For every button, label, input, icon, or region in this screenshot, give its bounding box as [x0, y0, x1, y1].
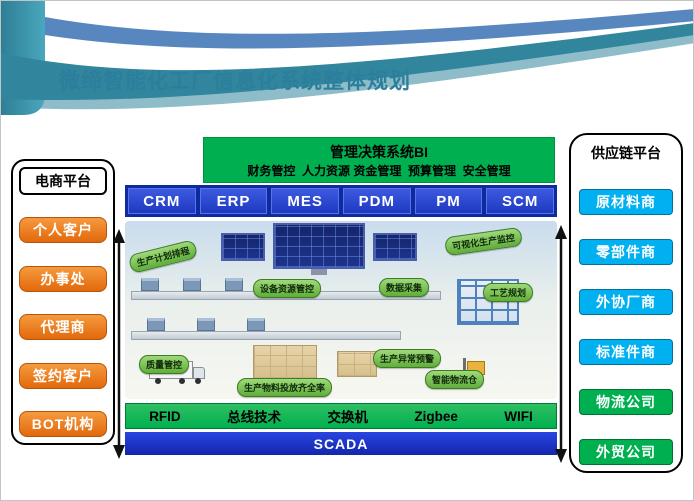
supply-chain-panel: 供应链平台 原材料商 零部件商 外协厂商 标准件商 物流公司 外贸公司 — [569, 133, 683, 473]
bi-banner: 管理决策系统BI 财务管控 人力资源 资金管理 预算管理 安全管理 — [203, 137, 555, 183]
left-double-arrow-icon — [113, 229, 125, 459]
system-box-erp: ERP — [199, 188, 268, 214]
ecommerce-panel: 电商平台 个人客户 办事处 代理商 签约客户 BOT机构 — [11, 159, 115, 445]
ecommerce-item-office: 办事处 — [19, 265, 107, 292]
truck-wheel — [195, 378, 201, 384]
machine-icon — [141, 278, 159, 291]
crate-stack-icon — [253, 345, 317, 379]
ecommerce-header: 电商平台 — [19, 167, 107, 195]
supply-item-raw-material: 原材料商 — [579, 189, 673, 215]
machine-icon — [247, 318, 265, 331]
network-item-wifi: WIFI — [504, 408, 533, 424]
ecommerce-item-bot: BOT机构 — [19, 410, 107, 437]
callout-process-planning: 工艺规划 — [483, 283, 534, 302]
callout-production-scheduling: 生产计划排程 — [127, 239, 199, 274]
network-item-bus: 总线技术 — [227, 410, 282, 425]
right-double-arrow-icon — [555, 225, 567, 463]
callout-material-feeding: 生产物料投放齐全率 — [237, 378, 333, 397]
supply-item-outsourcing: 外协厂商 — [579, 289, 673, 315]
machine-icon — [225, 278, 243, 291]
truck-wheel — [155, 378, 161, 384]
callout-smart-warehouse: 智能物流仓 — [425, 370, 485, 389]
supply-item-logistics: 物流公司 — [579, 389, 673, 415]
network-item-rfid: RFID — [149, 408, 181, 424]
callout-data-collection: 数据采集 — [379, 278, 430, 297]
network-item-switch: 交换机 — [327, 410, 368, 425]
machine-icon — [147, 318, 165, 331]
scada-bar: SCADA — [125, 432, 557, 455]
systems-row: CRM ERP MES PDM PM SCM — [125, 185, 557, 217]
monitor-icon — [221, 233, 265, 261]
monitor-wall-icon — [273, 223, 365, 269]
system-box-crm: CRM — [128, 188, 196, 214]
system-box-scm: SCM — [486, 188, 555, 214]
system-box-pdm: PDM — [343, 188, 411, 214]
system-box-mes: MES — [271, 188, 340, 214]
supply-item-standard: 标准件商 — [579, 339, 673, 365]
truck-wheel — [179, 378, 185, 384]
supply-chain-header: 供应链平台 — [591, 145, 661, 161]
page-title: 微缔智能化工厂信息化系统整体规划 — [59, 70, 411, 93]
supply-item-trade: 外贸公司 — [579, 439, 673, 465]
crate-stack-icon — [337, 351, 377, 377]
callout-equipment-resource: 设备资源管控 — [253, 279, 322, 298]
callout-visual-monitoring: 可视化生产监控 — [444, 226, 523, 257]
network-item-zigbee: Zigbee — [414, 408, 458, 424]
callout-quality-control: 质量管控 — [139, 355, 190, 374]
monitor-stand-icon — [311, 269, 327, 275]
ecommerce-item-personal: 个人客户 — [19, 217, 107, 244]
ecommerce-item-agent: 代理商 — [19, 314, 107, 341]
network-bar: RFID 总线技术 交换机 Zigbee WIFI — [125, 403, 557, 429]
ecommerce-item-contracted: 签约客户 — [19, 362, 107, 389]
factory-illustration: 生产计划排程 设备资源管控 数据采集 可视化生产监控 工艺规划 质量管控 生产异… — [125, 221, 557, 399]
supply-item-parts: 零部件商 — [579, 239, 673, 265]
monitor-icon — [373, 233, 417, 261]
machine-icon — [197, 318, 215, 331]
system-box-pm: PM — [414, 188, 483, 214]
machine-icon — [183, 278, 201, 291]
callout-abnormal-warning: 生产异常预警 — [373, 349, 442, 368]
bi-title: 管理决策系统BI — [330, 143, 428, 160]
conveyor-icon — [131, 331, 401, 340]
bi-subtitle: 财务管控 人力资源 资金管理 预算管理 安全管理 — [247, 163, 511, 178]
